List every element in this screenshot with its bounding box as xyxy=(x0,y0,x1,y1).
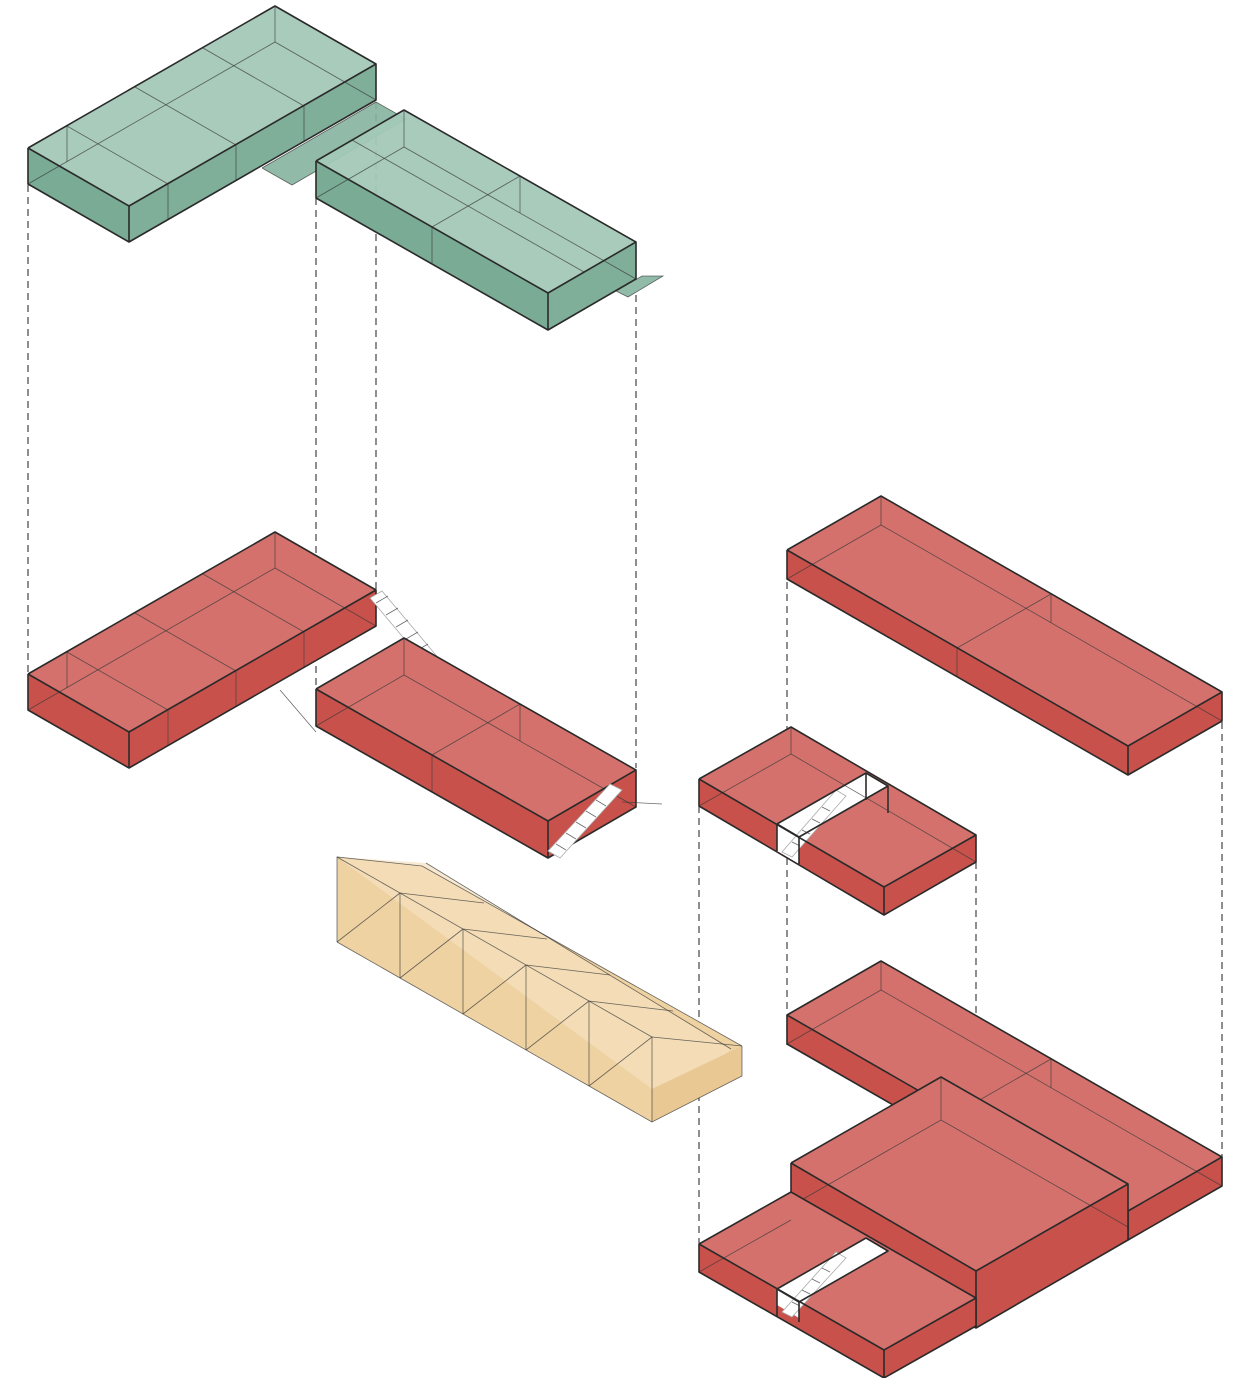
roof-volume-right xyxy=(315,109,665,331)
slab-lower-front xyxy=(698,1191,977,1378)
slab-top-right xyxy=(786,495,1223,776)
stair-lower-left xyxy=(547,783,663,859)
slab-mid-right xyxy=(698,726,977,916)
roof-volume-left xyxy=(27,5,377,243)
floor-volume-left xyxy=(27,531,377,769)
ramp-volume xyxy=(336,856,743,1123)
